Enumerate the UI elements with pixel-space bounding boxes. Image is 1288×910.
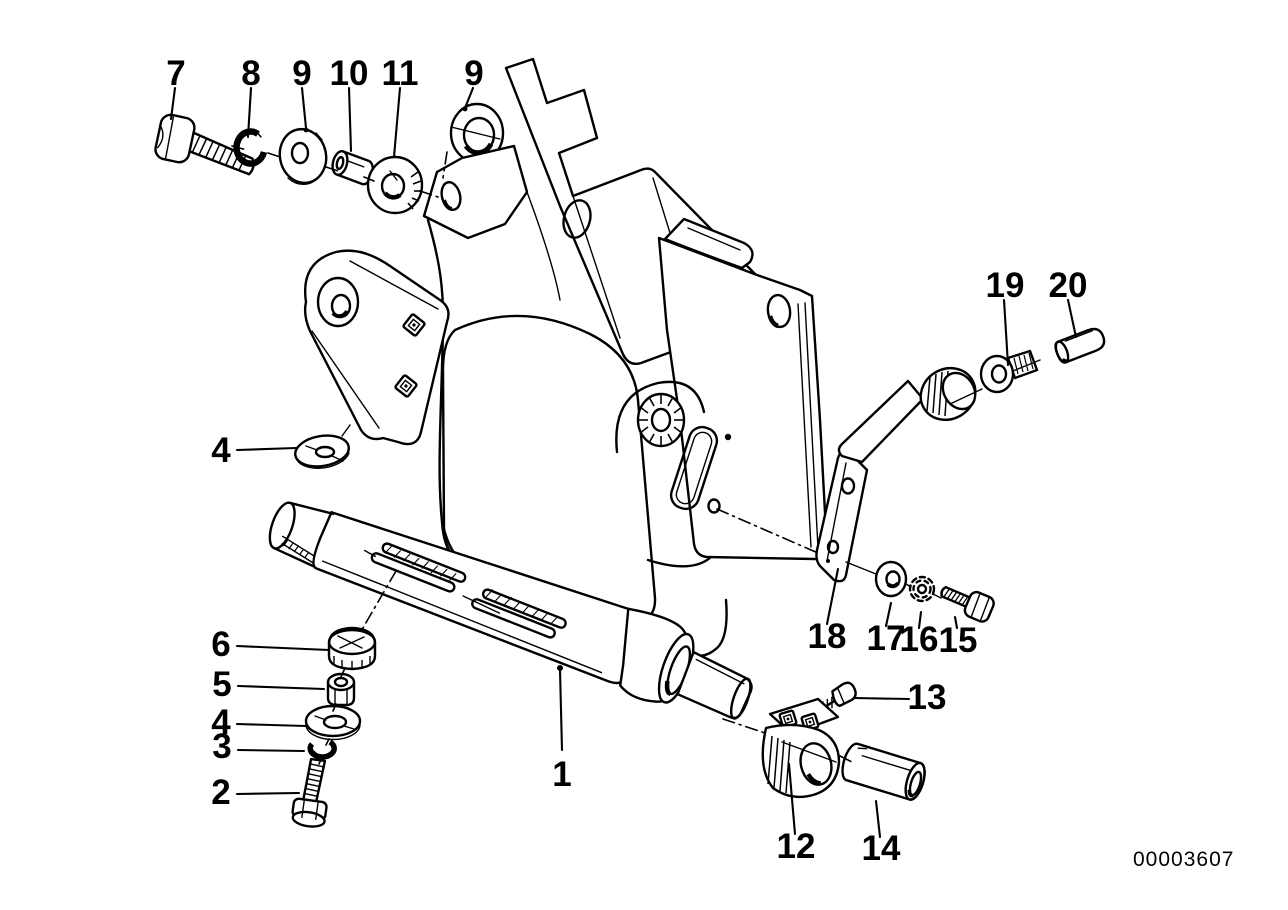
part-washer-9 <box>278 127 328 185</box>
leader-10 <box>347 86 353 153</box>
leader-13 <box>852 696 911 701</box>
callout-7: 7 <box>166 54 185 93</box>
leader-7 <box>169 86 177 121</box>
leader-9 <box>300 86 308 130</box>
part-plate-slot-cutout <box>669 425 719 511</box>
part-crossbar-1 <box>268 501 753 720</box>
part-lever-arm <box>837 366 977 464</box>
part-bolt-7 <box>154 113 255 176</box>
part-knurled-disc <box>615 380 706 454</box>
leader-2 <box>235 791 301 796</box>
callout-17: 17 <box>867 619 906 658</box>
part-bolt-2 <box>291 757 328 828</box>
leader-4-lower <box>235 722 308 728</box>
part-washer-bushing-19 <box>979 349 1039 394</box>
wing-square-nut-upper <box>402 313 426 337</box>
leader-11 <box>392 86 402 159</box>
leader-1 <box>558 668 564 752</box>
callout-3: 3 <box>212 727 231 766</box>
leader-6 <box>235 644 331 652</box>
callout-5: 5 <box>212 665 231 704</box>
callout-14: 14 <box>862 829 901 868</box>
callout-4-upper: 4 <box>211 431 231 470</box>
part-left-wing <box>303 249 450 446</box>
wing-square-nut-lower <box>394 374 418 398</box>
callout-15: 15 <box>939 621 978 660</box>
callout-9-left: 9 <box>292 54 311 93</box>
leader-20 <box>1066 298 1078 339</box>
leader-9b <box>463 86 475 110</box>
part-star-washer-16 <box>908 575 936 603</box>
leader-14 <box>874 799 882 839</box>
leader-15 <box>953 615 959 630</box>
plate-hole-lower <box>707 498 721 514</box>
leader-18 <box>825 567 840 626</box>
drawing-number: 00003607 <box>1133 848 1234 871</box>
part-spacer-10 <box>331 150 375 186</box>
leader-lines <box>169 86 1078 839</box>
callout-10: 10 <box>330 54 369 93</box>
callout-16: 16 <box>900 620 939 659</box>
leader-12 <box>787 762 797 836</box>
callout-1: 1 <box>552 755 571 794</box>
callout-4-lower: 4 <box>211 703 231 742</box>
callout-12: 12 <box>777 827 816 866</box>
part-grommet-6 <box>327 626 377 671</box>
explosion-axis-lines <box>231 145 1041 765</box>
part-grommet-11 <box>366 155 424 215</box>
part-washer-17 <box>874 560 908 598</box>
callout-20: 20 <box>1049 266 1088 305</box>
part-washer-4-upper <box>294 424 351 469</box>
part-bolt-15 <box>940 585 995 623</box>
part-pin-20 <box>1054 327 1106 364</box>
part-grommet-ring-9-plate <box>449 102 505 164</box>
plate-hole-small <box>724 433 732 441</box>
part-nut-5 <box>326 672 356 707</box>
leader-4-upper <box>235 446 298 452</box>
leader-5 <box>236 684 326 691</box>
callout-13: 13 <box>908 678 947 717</box>
callout-6: 6 <box>211 625 230 664</box>
callout-18: 18 <box>808 617 847 656</box>
leader-19 <box>1002 298 1010 367</box>
callout-9-plate: 9 <box>464 54 483 93</box>
leader-8 <box>246 86 253 139</box>
part-lock-washer-3 <box>307 739 337 760</box>
part-sleeve-14 <box>841 742 926 801</box>
part-strap-18 <box>815 450 869 583</box>
callout-11: 11 <box>382 54 419 93</box>
part-washer-4-lower <box>304 704 362 741</box>
part-right-panel <box>657 236 829 561</box>
callout-8: 8 <box>241 54 260 93</box>
leader-3 <box>236 748 306 753</box>
callout-19: 19 <box>986 266 1025 305</box>
callout-labels: 7 8 9 10 11 9 4 6 5 4 3 2 1 12 14 13 18 … <box>166 54 1087 868</box>
callout-2: 2 <box>211 773 230 812</box>
leader-17 <box>884 601 893 628</box>
part-clamp-12 <box>761 697 841 799</box>
leader-16 <box>917 610 923 630</box>
